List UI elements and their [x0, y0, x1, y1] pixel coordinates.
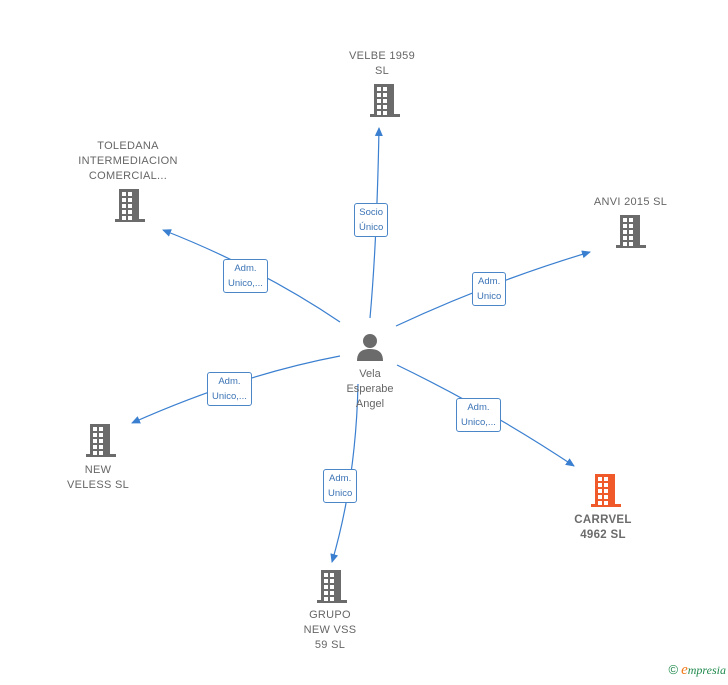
center-name-line-3: Angel [355, 398, 385, 410]
center-person-label[interactable]: Vela Esperabe Angel [320, 367, 420, 412]
company-name-line: INTERMEDIACION [78, 155, 178, 167]
role-line: Unico,... [461, 417, 496, 428]
company-name-line: 59 SL [314, 639, 346, 651]
person-icon[interactable] [355, 333, 385, 361]
building-icon-highlighted[interactable] [590, 474, 622, 513]
role-label-velbe[interactable]: Socio Único [354, 203, 389, 237]
company-name-line: SL [374, 65, 390, 77]
company-name-line: GRUPO [309, 609, 351, 621]
role-line: Único [359, 222, 384, 233]
company-name-line: NEW [84, 464, 112, 476]
role-label-carrvel[interactable]: Adm. Unico,... [456, 398, 501, 432]
company-name-line: 4962 SL [580, 529, 626, 541]
role-line: Adm. [329, 473, 352, 484]
footer-brand: © empresia [669, 662, 727, 679]
company-label-grupo-new-vss[interactable]: GRUPO NEW VSS 59 SL [285, 608, 375, 653]
company-name-line: CARRVEL [574, 514, 632, 526]
role-label-anvi[interactable]: Adm. Unico [472, 272, 507, 306]
role-label-toledana[interactable]: Adm. Unico,... [223, 259, 268, 293]
company-label-carrvel[interactable]: CARRVEL 4962 SL [558, 513, 648, 543]
role-line: Socio [359, 207, 384, 218]
role-line: Adm. [234, 263, 257, 274]
company-name-line: COMERCIAL... [88, 170, 168, 182]
company-label-toledana[interactable]: TOLEDANA INTERMEDIACION COMERCIAL... [68, 139, 188, 184]
center-name-line-2: Esperabe [346, 383, 394, 395]
company-label-anvi[interactable]: ANVI 2015 SL [578, 195, 683, 210]
company-name-line: VELBE 1959 [349, 50, 415, 62]
company-name-line: ANVI 2015 SL [593, 196, 668, 208]
role-line: Unico,... [212, 391, 247, 402]
center-name-line-1: Vela [359, 368, 381, 380]
building-icon[interactable] [369, 84, 401, 123]
company-name-line: TOLEDANA [97, 140, 159, 152]
role-line: Unico [328, 488, 353, 499]
role-line: Unico,... [228, 278, 263, 289]
building-icon[interactable] [615, 215, 647, 254]
role-line: Adm. [218, 376, 241, 387]
role-label-new-veless[interactable]: Adm. Unico,... [207, 372, 252, 406]
role-line: Adm. [478, 276, 501, 287]
building-icon[interactable] [85, 424, 117, 463]
role-line: Adm. [467, 402, 490, 413]
company-label-new-veless[interactable]: NEW VELESS SL [53, 463, 143, 493]
role-label-grupo-new-vss[interactable]: Adm. Unico [323, 469, 358, 503]
role-line: Unico [477, 291, 502, 302]
brand-logo-rest: mpresia [687, 663, 726, 677]
building-icon[interactable] [316, 570, 348, 609]
company-name-line: VELESS SL [66, 479, 129, 491]
building-icon[interactable] [114, 189, 146, 228]
brand-logo-initial: e [681, 662, 688, 678]
company-name-line: NEW VSS [303, 624, 357, 636]
company-label-velbe[interactable]: VELBE 1959 SL [332, 49, 432, 79]
copyright-icon: © [668, 662, 679, 677]
